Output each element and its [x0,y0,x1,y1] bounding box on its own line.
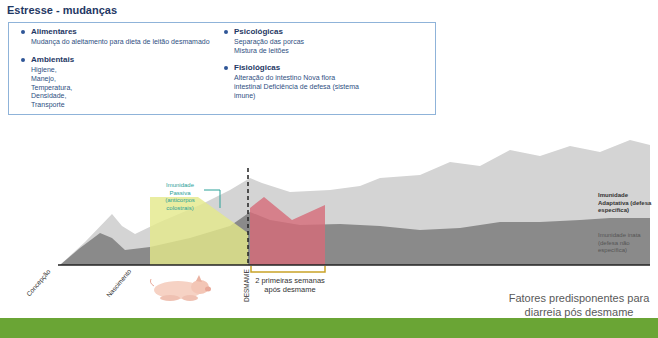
bullet-body: Higiene, Manejo, Temperatura, Densidade,… [31,66,83,110]
weaning-line [247,168,249,265]
axis-label: Nascimento [105,268,133,300]
bullet-body: Mudança do aleitamento para dieta de lei… [31,38,221,47]
bullet-heading: Ambientais [31,55,211,65]
critical-window [250,197,325,265]
bullet-body: Separação das porcas Mistura de leitões [234,38,316,56]
innate-area [60,212,650,265]
bullet-dot [21,58,25,62]
slide-title: Estresse - mudanças [7,4,117,18]
passive-label: Imunidade Passiva (anticorpos colostrais… [155,182,205,212]
bullet-heading: Fisiológicas [234,63,414,73]
bullet-heading: Alimentares [31,27,211,37]
leader-line [204,190,220,208]
bullet-dot [224,30,228,34]
adaptive-area [60,140,650,265]
adaptive-label: Imunidade Adaptativa (defesa específica) [598,192,656,215]
bullet-body: Alteração do intestino Nova flora intest… [234,74,362,100]
window-label: 2 primeiras semanas após desmame [252,276,328,295]
piglet [150,275,211,301]
time-axis [58,264,650,266]
axis-label: Concepção [25,268,52,298]
conclusion-text: Fatores predisponentes para diarreia pós… [505,292,653,320]
innate-label: Imunidade inata (defesa não específica) [598,232,654,255]
bullet-dot [224,66,228,70]
bracket [251,266,325,272]
bullet-heading: Psicológicas [234,27,414,37]
stress-box: AlimentaresMudança do aleitamento para d… [8,22,436,115]
bullet-dot [21,30,25,34]
passive-area [150,197,248,265]
footer-bar [0,318,658,338]
axis-label: DESMAME [243,269,251,302]
